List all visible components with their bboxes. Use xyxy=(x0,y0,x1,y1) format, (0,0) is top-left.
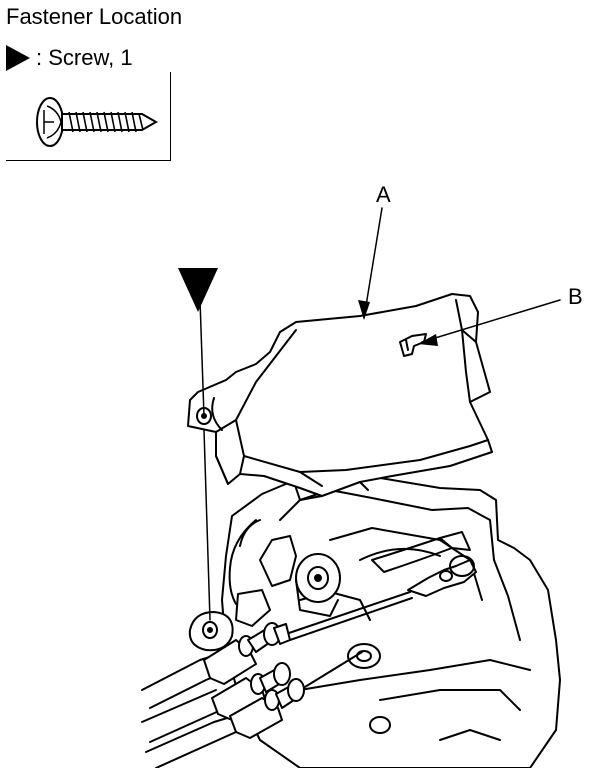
screw-icon xyxy=(36,97,159,147)
cover-a xyxy=(187,293,493,497)
screw-position-marker-icon xyxy=(178,268,218,312)
legend-text: : Screw, 1 xyxy=(36,45,133,70)
triangle-marker-icon xyxy=(6,45,30,71)
cable-end-clip xyxy=(407,559,477,597)
callout-label-b: B xyxy=(568,284,583,309)
callout-label-a: A xyxy=(376,182,391,207)
leader-line-a xyxy=(363,207,383,319)
fastener-legend: : Screw, 1 xyxy=(6,44,133,72)
leader-line-b xyxy=(421,299,561,343)
arrowhead-a xyxy=(358,300,370,320)
inner-cable-lower xyxy=(299,651,363,691)
arrowhead-b xyxy=(418,334,438,346)
screw-axis-line xyxy=(199,299,205,417)
page-title: Fastener Location xyxy=(6,4,183,29)
screw-illustration-box xyxy=(6,72,171,161)
inner-cable-upper xyxy=(285,591,411,635)
